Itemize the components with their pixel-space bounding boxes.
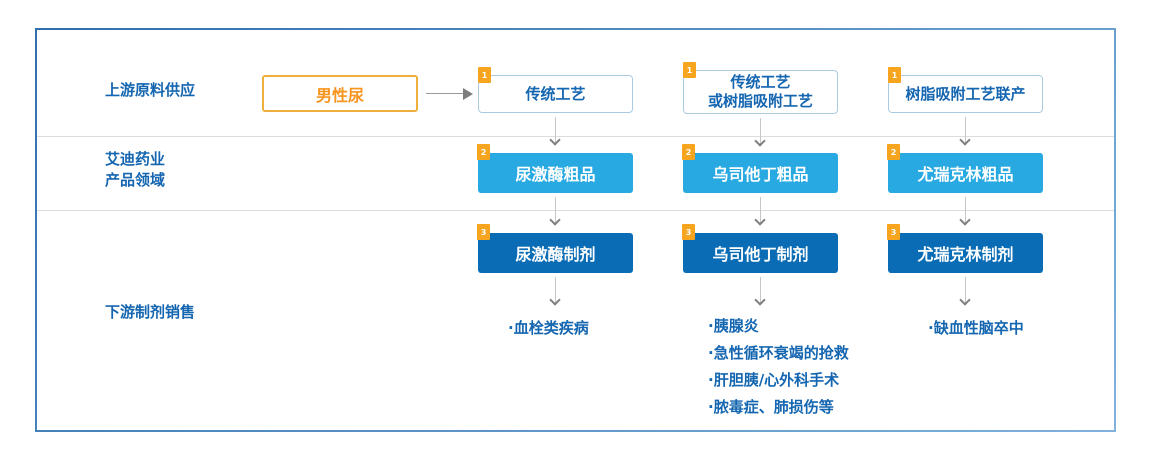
step-badge-3: 3 — [477, 224, 490, 240]
process-label-col1: 传统工艺 — [525, 84, 586, 103]
formulation-box-col2: 3 乌司他丁制剂 — [682, 224, 838, 273]
row-label-upstream: 上游原料供应 — [105, 81, 196, 99]
crude-box-col3: 2 尤瑞克林粗品 — [887, 144, 1043, 193]
crude-label-col1: 尿激酶粗品 — [515, 165, 596, 184]
step-badge-3: 3 — [682, 224, 695, 240]
crude-box-col1: 2 尿激酶粗品 — [477, 144, 633, 193]
formulation-box-col1: 3 尿激酶制剂 — [477, 224, 633, 273]
arrow-shaft — [965, 277, 966, 303]
process-box-col3: 1 树脂吸附工艺联产 — [888, 67, 1043, 113]
down-arrow-icon — [548, 277, 562, 309]
formulation-box-col3: 3 尤瑞克林制剂 — [887, 224, 1043, 273]
arrow-shaft — [760, 277, 761, 303]
step-badge-1: 1 — [478, 67, 491, 83]
indication-item: ·肝胆胰/心外科手术 — [708, 371, 840, 389]
arrow-head — [754, 135, 766, 147]
row-label-company: 艾迪药业产品领域 — [105, 149, 165, 191]
arrow-head — [463, 88, 473, 100]
down-arrow-icon — [958, 197, 972, 229]
down-arrow-icon — [548, 197, 562, 229]
process-box-col1: 1 传统工艺 — [478, 67, 633, 113]
indication-item: ·缺血性脑卒中 — [928, 319, 1024, 337]
process-label-col3: 树脂吸附工艺联产 — [905, 84, 1026, 103]
arrow-head — [549, 214, 561, 226]
process-label-col2-line2: 或树脂吸附工艺 — [707, 92, 813, 110]
step-badge-2: 2 — [682, 144, 695, 160]
down-arrow-icon — [958, 117, 972, 149]
source-box-label: 男性尿 — [315, 85, 364, 105]
indication-item: ·脓毒症、肺损伤等 — [708, 398, 834, 416]
arrow-shaft — [965, 117, 966, 143]
indication-item: ·血栓类疾病 — [508, 319, 589, 337]
crude-label-col2: 乌司他丁粗品 — [712, 165, 809, 184]
arrow-shaft — [760, 197, 761, 223]
step-badge-1: 1 — [683, 62, 696, 78]
arrow-shaft — [760, 118, 761, 144]
step-badge-1: 1 — [888, 67, 901, 83]
crude-box-col2: 2 乌司他丁粗品 — [682, 144, 838, 193]
arrow-shaft — [555, 117, 556, 143]
arrow-shaft — [555, 277, 556, 303]
step-badge-2: 2 — [477, 144, 490, 160]
arrow-head — [549, 294, 561, 306]
right-arrow-icon — [426, 88, 473, 100]
process-box-col2: 1 传统工艺 或树脂吸附工艺 — [683, 62, 838, 114]
arrow-shaft — [965, 197, 966, 223]
down-arrow-icon — [548, 117, 562, 149]
arrow-shaft — [426, 93, 464, 94]
indications-col2: ·胰腺炎 ·急性循环衰竭的抢救 ·肝胆胰/心外科手术 ·脓毒症、肺损伤等 — [708, 313, 849, 421]
down-arrow-icon — [753, 197, 767, 229]
indication-item: ·急性循环衰竭的抢救 — [708, 344, 849, 362]
crude-label-col3: 尤瑞克林粗品 — [917, 165, 1014, 184]
step-badge-2: 2 — [887, 144, 900, 160]
source-box-male-urine: 男性尿 — [262, 75, 418, 112]
formulation-label-col2: 乌司他丁制剂 — [712, 245, 809, 264]
arrow-head — [549, 134, 561, 146]
down-arrow-icon — [753, 118, 767, 150]
arrow-head — [959, 134, 971, 146]
process-label-col2-line1: 传统工艺 — [730, 73, 791, 91]
indications-col3: ·缺血性脑卒中 — [928, 315, 1024, 342]
formulation-label-col3: 尤瑞克林制剂 — [917, 245, 1014, 264]
row-label-company-line1: 艾迪药业 — [105, 150, 166, 168]
formulation-label-col1: 尿激酶制剂 — [515, 245, 596, 264]
row-label-company-line2: 产品领域 — [105, 171, 166, 189]
arrow-head — [754, 294, 766, 306]
divider-upstream-company — [37, 136, 1114, 137]
down-arrow-icon — [753, 277, 767, 309]
row-label-downstream: 下游制剂销售 — [105, 303, 196, 321]
step-badge-3: 3 — [887, 224, 900, 240]
arrow-head — [959, 294, 971, 306]
arrow-shaft — [555, 197, 556, 223]
arrow-head — [959, 214, 971, 226]
arrow-head — [754, 214, 766, 226]
divider-company-downstream — [37, 210, 1114, 211]
down-arrow-icon — [958, 277, 972, 309]
indication-item: ·胰腺炎 — [708, 317, 759, 335]
indications-col1: ·血栓类疾病 — [508, 315, 589, 342]
